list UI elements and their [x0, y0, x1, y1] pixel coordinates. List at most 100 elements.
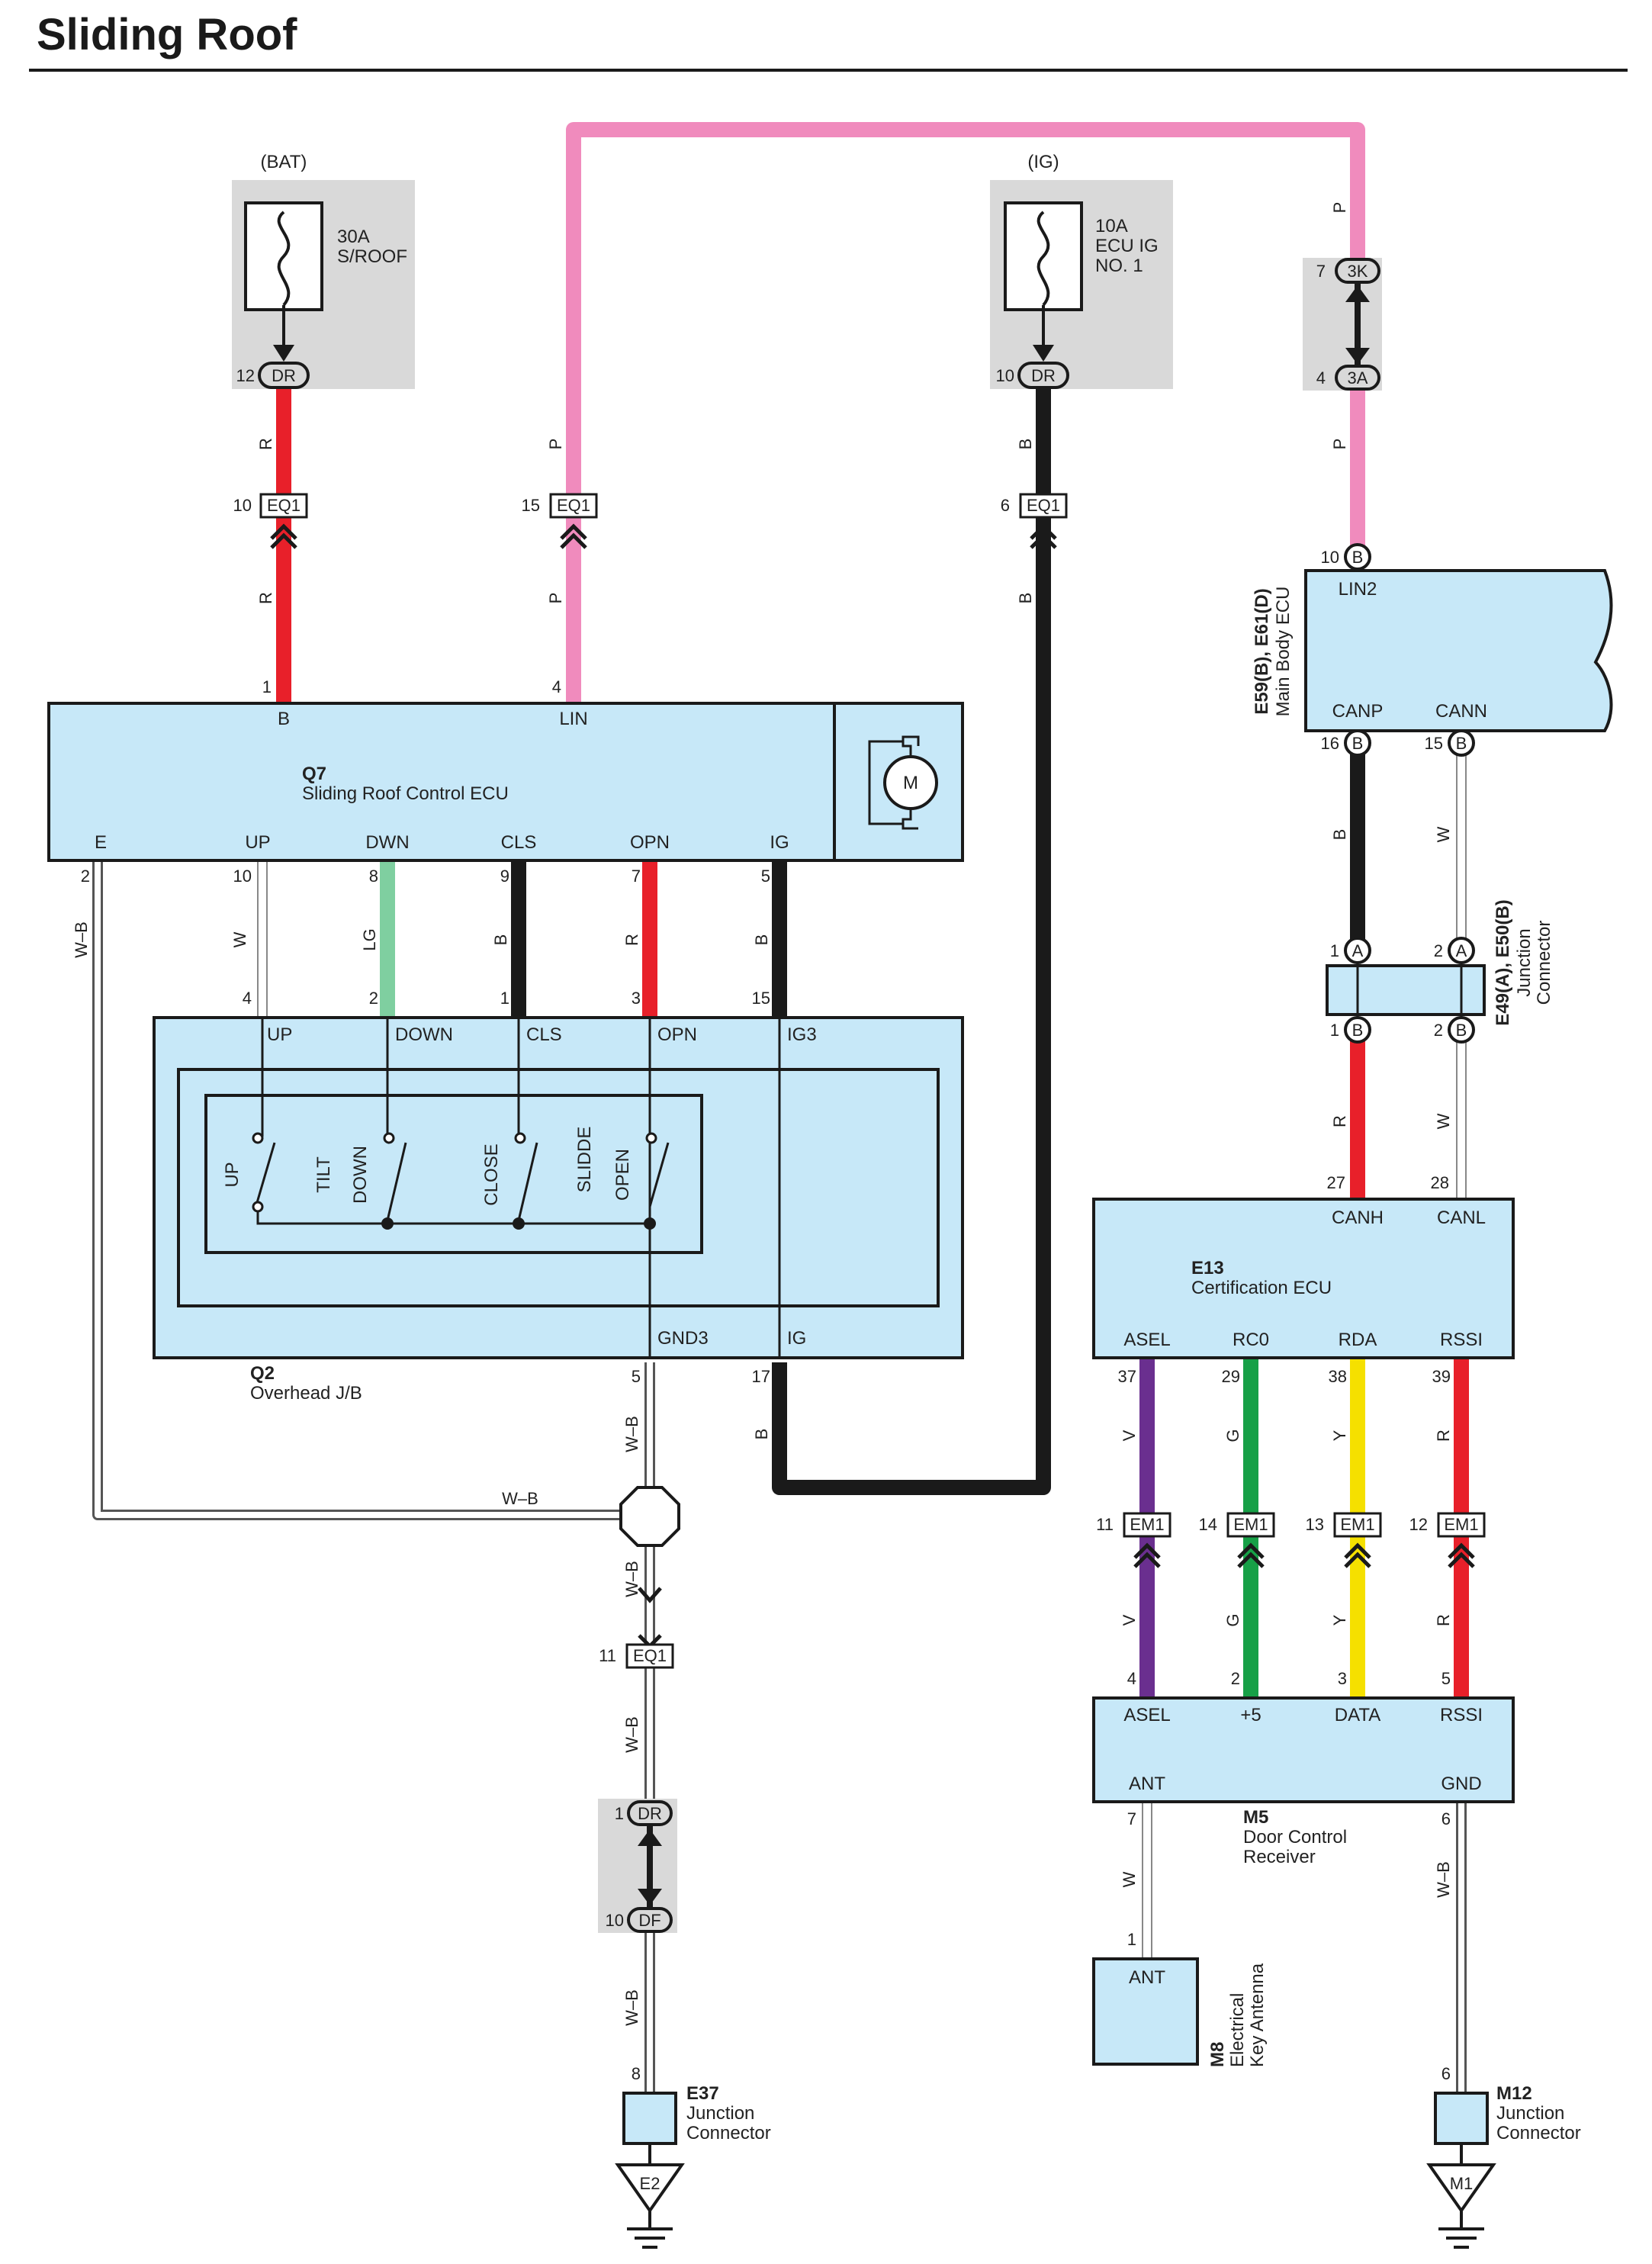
svg-text:39: 39: [1432, 1367, 1451, 1386]
svg-text:7: 7: [632, 867, 641, 886]
svg-text:UP: UP: [267, 1024, 292, 1045]
svg-text:13: 13: [1306, 1515, 1324, 1534]
svg-text:W–B: W–B: [622, 1716, 641, 1753]
em1-rssi: EM1 12: [1409, 1512, 1486, 1568]
svg-text:ASEL: ASEL: [1123, 1330, 1170, 1350]
svg-text:W–B: W–B: [1434, 1861, 1453, 1898]
q7-code: Q7: [302, 764, 326, 784]
svg-text:M8: M8: [1207, 2042, 1228, 2067]
ground-splice-point: [619, 1486, 680, 1603]
svg-text:B: B: [1016, 439, 1035, 450]
fuse-ig-label: (IG): [1027, 152, 1059, 172]
fuse-bat-pin: 12: [236, 366, 255, 385]
svg-text:4: 4: [552, 677, 561, 696]
svg-text:4: 4: [243, 989, 252, 1008]
svg-text:2: 2: [1434, 1021, 1443, 1040]
svg-text:Door Control: Door Control: [1243, 1827, 1347, 1848]
svg-text:LG: LG: [360, 928, 379, 950]
svg-text:CLOSE: CLOSE: [481, 1143, 502, 1205]
svg-text:LIN2: LIN2: [1339, 579, 1377, 600]
wire-labels-lower-left: W–B B W–B W–B W–B W–B: [502, 1416, 771, 2026]
svg-text:RC0: RC0: [1233, 1330, 1269, 1350]
svg-text:10: 10: [1321, 548, 1339, 567]
svg-text:DATA: DATA: [1335, 1705, 1380, 1725]
svg-text:V: V: [1120, 1614, 1139, 1626]
svg-text:EQ1: EQ1: [633, 1646, 667, 1665]
q2-name: Overhead J/B: [250, 1383, 362, 1404]
svg-text:EQ1: EQ1: [267, 496, 301, 515]
em1-connectors: EM1 11 EM1 14 EM1 13 EM1 12: [1096, 1512, 1486, 1568]
svg-text:CANP: CANP: [1332, 701, 1384, 722]
svg-text:W–B: W–B: [72, 921, 91, 958]
svg-text:10: 10: [606, 1911, 624, 1930]
m5-door-control-receiver: 4 2 3 5 ASEL +5 DATA RSSI ANT GND 7 6 M5…: [1092, 1669, 1515, 1867]
svg-text:M5: M5: [1243, 1807, 1268, 1828]
fuse-bat-name: S/ROOF: [337, 246, 407, 267]
conn-3a-label: 3A: [1348, 368, 1368, 388]
svg-text:V: V: [1120, 1429, 1139, 1441]
svg-text:W–B: W–B: [622, 1561, 641, 1597]
svg-text:Junction: Junction: [1514, 928, 1535, 996]
svg-text:B: B: [1352, 1021, 1364, 1040]
svg-text:W: W: [1434, 826, 1453, 842]
svg-text:6: 6: [1001, 496, 1010, 515]
svg-text:IG: IG: [770, 832, 789, 853]
fuse-bat-label: (BAT): [261, 152, 307, 172]
svg-text:3: 3: [632, 989, 641, 1008]
svg-text:12: 12: [1409, 1515, 1428, 1534]
svg-text:Electrical: Electrical: [1227, 1993, 1248, 2067]
svg-text:Connector: Connector: [1496, 2123, 1581, 2143]
svg-text:14: 14: [1199, 1515, 1217, 1534]
wire-e-wb-inner: [95, 860, 624, 1518]
svg-text:R: R: [256, 592, 275, 604]
svg-text:3: 3: [1338, 1669, 1347, 1688]
wire-labels-e13-m5: V G Y R V G Y R: [1120, 1429, 1453, 1626]
svg-text:R: R: [256, 438, 275, 450]
fuse-ig-pin: 10: [996, 366, 1014, 385]
fuse-bat-connector: DR: [272, 366, 296, 385]
svg-text:Connector: Connector: [1534, 921, 1554, 1005]
fuse-ig-name1: ECU IG: [1095, 236, 1159, 256]
svg-text:15: 15: [752, 989, 770, 1008]
svg-text:P: P: [1330, 439, 1349, 450]
svg-text:CANL: CANL: [1437, 1208, 1486, 1228]
svg-text:M1: M1: [1450, 2174, 1474, 2193]
conn-3k-label: 3K: [1348, 262, 1368, 281]
svg-text:Main Body ECU: Main Body ECU: [1273, 587, 1294, 717]
svg-text:IG3: IG3: [787, 1024, 817, 1045]
svg-text:Connector: Connector: [686, 2123, 771, 2143]
svg-text:11: 11: [1096, 1515, 1114, 1534]
svg-text:1: 1: [262, 677, 272, 696]
fuse-bat: (BAT) 30A S/ROOF DR 12: [232, 152, 415, 389]
svg-text:8: 8: [632, 2064, 641, 2083]
junction-e49-e50: A 1 A 2 B 1 B 2 E49(A), E50(B) Junction …: [1326, 899, 1554, 1044]
conn-3k-pin: 7: [1316, 262, 1326, 281]
svg-text:B: B: [1016, 593, 1035, 604]
svg-text:5: 5: [632, 1367, 641, 1386]
svg-text:W–B: W–B: [622, 1416, 641, 1452]
svg-text:ANT: ANT: [1129, 1774, 1165, 1794]
svg-text:B: B: [1456, 1021, 1467, 1040]
svg-text:Junction: Junction: [686, 2103, 754, 2124]
fuse-ig-connector: DR: [1031, 366, 1056, 385]
svg-text:OPN: OPN: [657, 1024, 697, 1045]
svg-text:27: 27: [1327, 1173, 1345, 1192]
connector-dr-df: DR 1 DF 10: [598, 1799, 677, 1933]
svg-text:1: 1: [1127, 1930, 1136, 1949]
eq1-connectors: EQ1 10 EQ1 15 EQ1 6 EQ1 11: [233, 493, 1068, 1669]
svg-text:ANT: ANT: [1129, 1967, 1165, 1988]
main-body-ecu: B 10 LIN2 CANP CANN B 16 B 15 E59(B), E6…: [1252, 543, 1613, 757]
svg-text:P: P: [546, 593, 565, 604]
wire-lin-pink: [566, 122, 1365, 705]
svg-text:EM1: EM1: [1130, 1515, 1164, 1534]
svg-text:G: G: [1223, 1613, 1242, 1626]
eq1-bat: EQ1 10: [233, 493, 308, 549]
svg-text:W–B: W–B: [622, 1989, 641, 2026]
svg-text:SLIDDE: SLIDDE: [574, 1127, 595, 1193]
wire-labels-can: B W R W: [1330, 826, 1453, 1129]
svg-text:2: 2: [1434, 941, 1443, 960]
q2-overhead-jb: UP TILT DOWN CLOSE SLIDDE OPEN 4 2 1 3 1…: [153, 989, 964, 1404]
svg-text:RDA: RDA: [1339, 1330, 1377, 1350]
wire-labels-upper: R R P P B B P P: [256, 202, 1349, 604]
svg-text:Key Antenna: Key Antenna: [1247, 1963, 1268, 2067]
